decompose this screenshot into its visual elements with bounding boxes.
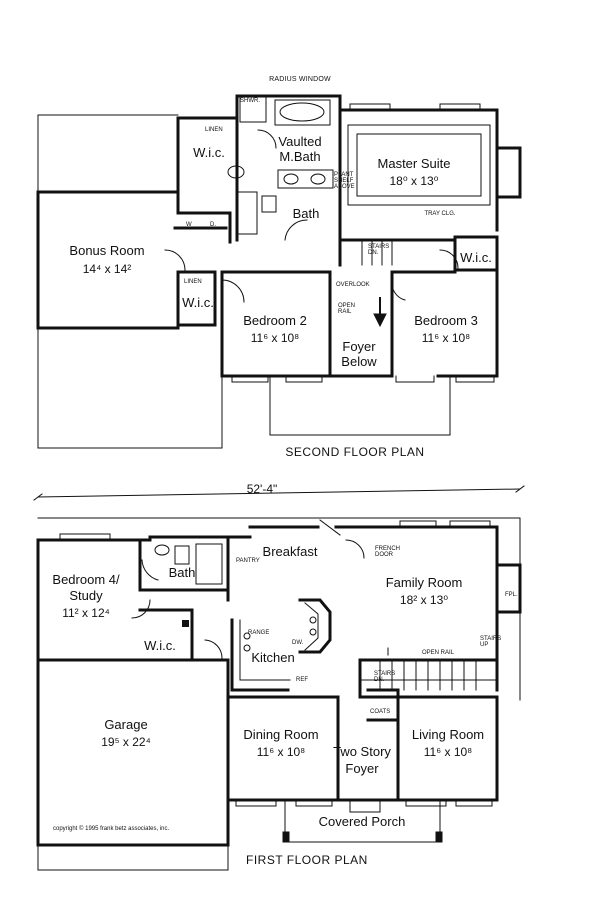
dim-bedroom-3: 11⁶ x 10⁸	[421, 331, 471, 345]
dim-living-room: 11⁶ x 10⁸	[423, 745, 473, 759]
open-rail-note-1f: OPEN RAIL	[422, 650, 455, 656]
room-label-master-bath: M.Bath	[279, 149, 321, 164]
refrigerator-note: REF	[296, 677, 308, 683]
first-floor-caption: FIRST FLOOR PLAN	[246, 853, 368, 867]
room-label-kitchen: Kitchen	[251, 650, 295, 665]
dim-garage: 19⁵ x 22⁴	[101, 735, 151, 749]
room-label-vaulted: Vaulted	[278, 134, 322, 149]
stairs-down-note-1f: STAIRS DN.	[374, 671, 396, 683]
room-label-first-bath: Bath	[168, 565, 196, 580]
second-floor-caption: SECOND FLOOR PLAN	[285, 445, 425, 459]
dishwasher-note: DW.	[292, 640, 304, 646]
dim-dining-room: 11⁶ x 10⁸	[256, 745, 306, 759]
shower-note: SHWR.	[240, 98, 260, 104]
room-label-master-wic: W.i.c.	[193, 145, 225, 160]
dryer-note: D.	[210, 222, 216, 228]
dim-bedroom-4: 11² x 12⁴	[62, 606, 110, 620]
stairs-up-note: STAIRS UP	[480, 636, 502, 648]
coats-note: COATS	[370, 709, 391, 715]
room-label-breakfast: Breakfast	[262, 544, 318, 559]
room-label-first-wic: W.i.c.	[144, 638, 176, 653]
room-label-family-room: Family Room	[385, 575, 463, 590]
room-label-bed3-wic: W.i.c.	[460, 250, 492, 265]
dim-family-room: 18² x 13⁰	[399, 593, 449, 607]
room-label-bedroom-3: Bedroom 3	[414, 313, 478, 328]
room-label-bed2-wic: W.i.c.	[182, 295, 214, 310]
open-rail-note-2f: OPEN RAIL	[338, 303, 356, 315]
room-label-dining-room: Dining Room	[243, 727, 319, 742]
room-label-bedroom-4: Bedroom 4/	[52, 572, 120, 587]
room-label-living-room: Living Room	[411, 727, 485, 742]
overall-dimension: 52'-4"	[246, 482, 278, 496]
room-label-foyer: Foyer	[342, 339, 376, 354]
room-label-two-story-foyer: Foyer	[345, 761, 379, 776]
plant-shelf-note: PLANT SHELF ABOVE	[334, 172, 355, 190]
room-label-bedroom-2: Bedroom 2	[243, 313, 307, 328]
stairs-down-note-2f: STAIRS DN.	[368, 244, 390, 256]
linen-note-1: LINEN	[205, 127, 223, 133]
room-label-master-suite: Master Suite	[377, 156, 451, 171]
dim-bedroom-2: 11⁶ x 10⁸	[250, 331, 300, 345]
range-note: RANGE	[248, 630, 270, 636]
room-label-covered-porch: Covered Porch	[318, 814, 406, 829]
fireplace-note: FPL.	[505, 592, 518, 598]
washer-note: W	[186, 222, 192, 228]
first-floor-walls	[36, 525, 522, 847]
dim-master-suite: 18⁰ x 13⁰	[389, 174, 439, 188]
room-label-below: Below	[341, 354, 377, 369]
french-door-note: FRENCH DOOR	[375, 546, 400, 558]
pantry-note: PANTRY	[236, 558, 260, 564]
room-label-bonus-room: Bonus Room	[69, 243, 145, 258]
radius-window-note: RADIUS WINDOW	[269, 76, 331, 83]
room-label-study: Study	[69, 588, 103, 603]
room-label-second-bath: Bath	[292, 206, 320, 221]
overall-dimension-line	[33, 485, 525, 501]
room-label-garage: Garage	[104, 717, 148, 732]
copyright-notice: copyright © 1995 frank betz associates, …	[53, 826, 170, 832]
overlook-note: OVERLOOK	[336, 282, 370, 288]
linen-note-2: LINEN	[184, 279, 202, 285]
dim-bonus-room: 14⁴ x 14²	[82, 262, 132, 276]
first-floor-thin-lines	[37, 517, 521, 871]
second-floor-thin-lines	[37, 95, 495, 449]
room-label-two-story: Two Story	[333, 744, 391, 759]
tray-ceiling-note: TRAY CLG.	[424, 211, 456, 217]
